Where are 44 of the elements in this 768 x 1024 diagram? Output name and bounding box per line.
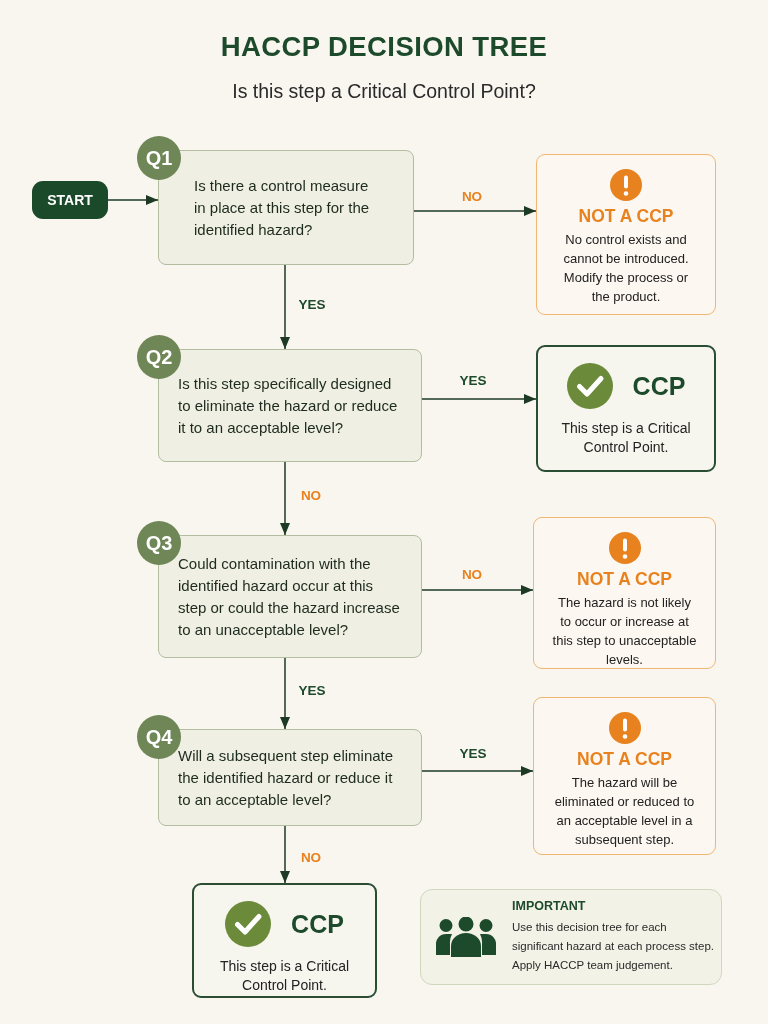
result-heading: CCP [291,909,344,939]
edge-label: NO [461,188,483,204]
result-heading: CCP [632,371,686,401]
note-text: Use this decision tree for each significant hazard at each process step. Apply HACCP team judgement. [512,920,715,973]
step-number-badge: Q1 [137,136,181,180]
result-box [533,697,716,855]
edge-label: NO [300,487,322,503]
arrow [421,394,537,404]
arrow [421,585,534,595]
result-text: The hazard is not likely to occur or increase at this step to unacceptable levels. [551,594,698,669]
edge-label: YES [298,682,326,698]
step-number-badge: Q2 [137,335,181,379]
result-heading: NOT A CCP [577,569,672,590]
diagram-title: HACCP DECISION TREE [220,31,548,63]
note-box [420,889,722,985]
arrow [413,206,537,216]
note-heading: IMPORTANT [512,899,587,913]
result-heading: NOT A CCP [578,206,674,227]
edge-label: YES [459,745,487,761]
edge-label: NO [300,849,322,865]
edge-label: YES [459,372,487,388]
result-text: This step is a Critical Control Point. [218,957,351,995]
result-text: The hazard will be eliminated or reduced to an acceptable level in a subsequent step. [553,774,696,849]
question-text: Is there a control measure in place at this step for the identified hazard? [194,175,371,240]
edge-label: YES [298,296,326,312]
question-text: Could contamination with the identified hazard occur at this step or could the hazard increase to an unacceptable level? [178,553,401,640]
result-box [536,154,716,315]
result-box [192,883,377,998]
arrow [107,195,159,205]
edge-label: NO [461,566,483,582]
subtitle: Is this step a Critical Control Point? [232,80,536,103]
result-text: This step is a Critical Control Point. [560,419,692,457]
arrow [280,825,290,884]
arrow [280,461,290,536]
question-text: Is this step specifically designed to eliminate the hazard or reduce it to an acceptable level? [178,373,399,438]
arrow [280,264,290,350]
start-label: START [47,192,93,208]
arrow [421,766,534,776]
result-box [533,517,716,669]
result-heading: NOT A CCP [577,749,672,770]
result-box [536,345,716,472]
result-text: No control exists and cannot be introduced. Modify the process or the product. [562,231,690,306]
arrow [280,657,290,730]
start-terminal [32,181,108,219]
